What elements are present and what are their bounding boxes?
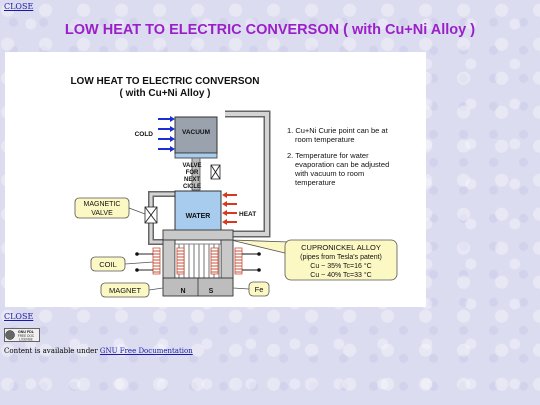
coil-left-inner xyxy=(176,247,185,275)
label-vacuum: VACUUM xyxy=(182,129,210,136)
diagram-title-line1: LOW HEAT TO ELECTRIC CONVERSON xyxy=(70,76,259,87)
page-title: LOW HEAT TO ELECTRIC CONVERSON ( with Cu… xyxy=(64,22,476,38)
heat-arrow xyxy=(222,192,237,198)
vacuum-chamber xyxy=(174,116,218,154)
vacuum-water-film xyxy=(174,152,218,159)
return-pipe-inner xyxy=(223,112,269,236)
cupronickel-callout xyxy=(284,239,398,281)
note-2-line-1: 2. Temperature for water xyxy=(287,151,369,160)
water-chamber xyxy=(174,190,222,234)
valve-icon-cross xyxy=(210,164,221,180)
label-magnetic-valve-1: MAGNETIC xyxy=(84,201,121,208)
footer-license-text: Content is available under GNU Free Docu… xyxy=(4,347,193,355)
label-cupronickel-2: (pipes from Tesla's patent) xyxy=(300,254,382,261)
note-2-line-4: temperature xyxy=(295,178,335,187)
gnu-fdl-link[interactable]: GNU Free Documentation xyxy=(99,347,193,355)
cold-arrow xyxy=(158,136,175,142)
footer-prefix: Content is available under xyxy=(4,347,100,355)
label-magnetic-valve-2: VALVE xyxy=(91,210,113,217)
magnetic-valve-icon-cross xyxy=(144,206,158,224)
valve-pipe xyxy=(191,157,201,191)
note-2-line-2: evaporation can be adjusted xyxy=(295,160,389,169)
label-water: WATER xyxy=(186,213,211,220)
label-coil: COIL xyxy=(99,260,117,269)
coil-terminals xyxy=(135,252,261,272)
coil-callout-pointer xyxy=(124,261,154,265)
magnetic-valve-callout-pointer xyxy=(128,207,146,215)
label-valve-1: VALVE xyxy=(182,163,201,169)
heat-arrow xyxy=(222,210,237,216)
top-manifold xyxy=(162,229,234,241)
label-pole-s: S xyxy=(209,288,214,295)
coil-wires xyxy=(137,253,259,271)
label-valve-3: NEXT xyxy=(184,177,200,183)
coil-left-outer xyxy=(152,247,161,275)
badge-line-3: LICENSE xyxy=(19,338,33,342)
label-cupronickel-1: CUPRONICKEL ALLOY xyxy=(301,243,381,252)
cold-arrows xyxy=(158,116,175,152)
label-magnet: MAGNET xyxy=(109,286,142,295)
label-pole-n: N xyxy=(180,288,185,295)
diagram-svg: LOW HEAT TO ELECTRIC CONVERSON ( with Cu… xyxy=(70,76,398,298)
license-badge-svg: GNU FDL FREE DOC LICENSE xyxy=(4,328,40,342)
diagram-image: LOW HEAT TO ELECTRIC CONVERSON ( with Cu… xyxy=(5,52,426,307)
gnu-fdl-license-badge[interactable]: GNU FDL FREE DOC LICENSE xyxy=(4,327,40,342)
close-link-bottom[interactable]: CLOSE xyxy=(4,312,34,321)
diagram-title-line2: ( with Cu+Ni Alloy ) xyxy=(119,88,210,99)
cold-arrow xyxy=(158,116,175,122)
cold-arrow xyxy=(158,146,175,152)
note-1-line-1: 1. Cu+Ni Curie point can be at xyxy=(287,126,389,135)
heat-arrows xyxy=(222,192,237,225)
badge-line-1: GNU FDL xyxy=(18,330,35,334)
note-2-line-3: with vacuum to room xyxy=(294,169,364,178)
label-valve-2: FOR xyxy=(186,170,199,176)
label-valve-4: CICLE xyxy=(183,184,201,190)
label-fe: Fe xyxy=(255,285,264,294)
gnu-logo-icon xyxy=(5,330,15,340)
label-cupronickel-4: Cu ~ 40% Tc=33 °C xyxy=(310,271,371,279)
close-link-top[interactable]: CLOSE xyxy=(4,2,34,11)
magnet-callout-pointer xyxy=(148,287,164,291)
badge-line-2: FREE DOC xyxy=(18,334,35,338)
heat-arrow xyxy=(222,201,237,207)
note-1-line-2: room temperature xyxy=(295,135,355,144)
label-cupronickel-3: Cu ~ 35% Tc=16 °C xyxy=(310,262,371,270)
heat-arrow xyxy=(222,219,237,225)
label-heat: HEAT xyxy=(239,211,256,218)
label-cold: COLD xyxy=(135,131,154,138)
fe-callout-pointer xyxy=(232,287,250,290)
coil-right-outer xyxy=(234,247,243,275)
coil-right-inner xyxy=(210,247,219,275)
cold-arrow xyxy=(158,126,175,132)
